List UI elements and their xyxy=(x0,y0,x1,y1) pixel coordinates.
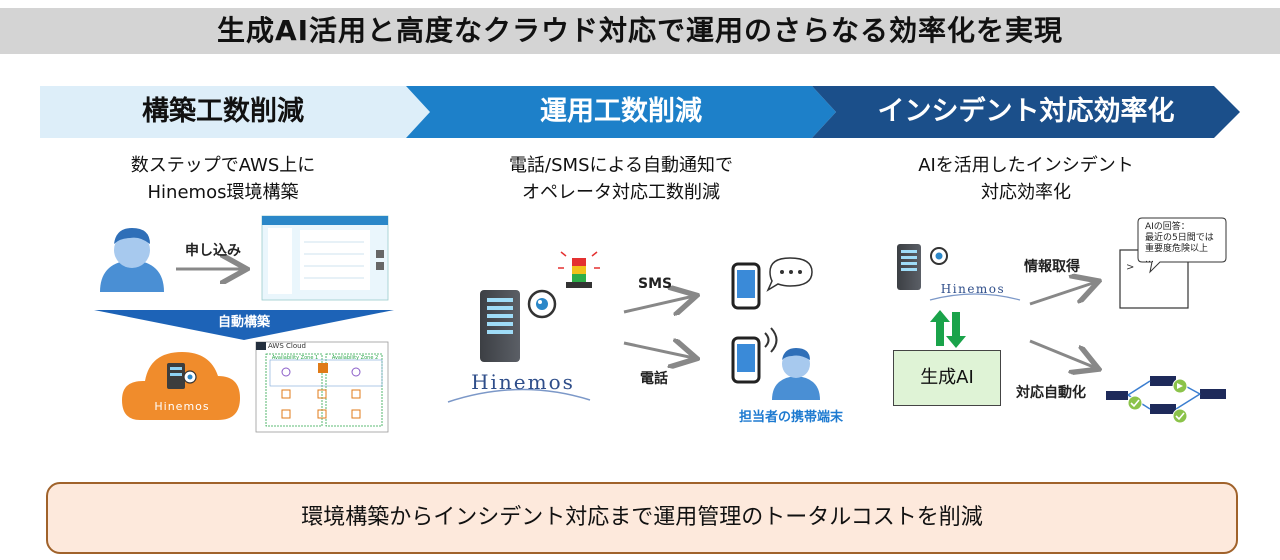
aws-az2-label: Availability Zone 2 xyxy=(331,355,379,361)
step2-label: 運用工数削減 xyxy=(540,96,702,127)
aws-az1-label: Availability Zone 1 xyxy=(271,355,319,361)
page-title: 生成AI活用と高度なクラウド対応で運用のさらなる効率化を実現 xyxy=(216,14,1064,47)
bubble-line4: … xyxy=(1145,255,1154,265)
summary-box xyxy=(46,482,1238,554)
chevron-step2 xyxy=(406,86,836,138)
apply-label: 申し込み xyxy=(185,243,241,259)
server-hinemos-logo: Hinemos xyxy=(471,370,575,394)
bubble-line3: 重要度危険以上 xyxy=(1145,244,1209,254)
title-bar xyxy=(0,8,1280,54)
user-person-icon xyxy=(100,228,164,292)
bubble-line1: AIの回答： xyxy=(1145,222,1190,232)
bubble-line2: 最近の5日間では xyxy=(1145,233,1214,243)
hinemos-cloud-icon xyxy=(122,352,240,420)
ai-speech-bubble xyxy=(1137,217,1227,274)
step1-description: 数ステップでAWS上に Hinemos環境構築 xyxy=(40,152,406,206)
alert-light-icon xyxy=(558,251,600,288)
sms-label: SMS xyxy=(638,276,673,292)
info-label: 情報取得 xyxy=(1024,259,1080,275)
step3-description: AIを活用したインシデント 対応効率化 xyxy=(836,152,1216,206)
auto-build-banner xyxy=(94,310,394,340)
auto-build-label: 自動構築 xyxy=(217,315,270,330)
sms-phone-icon xyxy=(731,257,813,310)
chevron-step1 xyxy=(40,86,430,138)
terminal-prompt: > xyxy=(1126,262,1135,273)
call-label: 電話 xyxy=(640,371,668,387)
step1-desc-line1: 数ステップでAWS上に xyxy=(130,155,316,176)
sync-arrows-icon xyxy=(930,310,966,348)
ai-answer-text: AIの回答： 最近の5日間では 重要度危険以上 … xyxy=(1145,222,1225,266)
summary-message: 環境構築からインシデント対応まで運用管理のトータルコストを削減 xyxy=(301,505,983,530)
step3-label: インシデント対応効率化 xyxy=(877,96,1175,127)
sms-arrow xyxy=(623,296,694,312)
step3-desc-line2: 対応効率化 xyxy=(981,182,1071,203)
auto-label: 対応自動化 xyxy=(1016,385,1086,401)
step1-label: 構築工数削減 xyxy=(142,96,304,127)
step2-desc-line1: 電話/SMSによる自動通知で xyxy=(509,155,733,176)
genai-box xyxy=(893,350,1001,406)
cloud-hinemos-logo: Hinemos xyxy=(154,400,210,413)
phone-caption: 担当者の携帯端末 xyxy=(738,410,843,425)
aws-architecture-diagram xyxy=(255,341,389,433)
info-arrow xyxy=(1029,282,1096,306)
auto-arrow xyxy=(1029,339,1096,368)
step2-description: 電話/SMSによる自動通知で オペレータ対応工数削減 xyxy=(430,152,812,206)
chevron-step3 xyxy=(812,86,1240,138)
aws-cloud-header: AWS Cloud xyxy=(268,342,306,350)
step3-desc-line1: AIを活用したインシデント xyxy=(918,155,1134,176)
step1-desc-line2: Hinemos環境構築 xyxy=(147,182,299,203)
hinemos-server-small-icon xyxy=(897,244,1021,301)
call-phone-icon xyxy=(731,327,778,384)
step2-desc-line2: オペレータ対応工数削減 xyxy=(522,182,720,203)
call-arrow xyxy=(623,343,694,358)
operator-person-icon xyxy=(772,348,820,400)
hinemos-server-icon xyxy=(447,289,591,403)
genai-label: 生成AI xyxy=(920,367,974,388)
small-hinemos-logo: Hinemos xyxy=(940,282,1006,296)
workflow-diagram-icon xyxy=(1106,376,1226,424)
console-screenshot-icon xyxy=(261,215,389,301)
